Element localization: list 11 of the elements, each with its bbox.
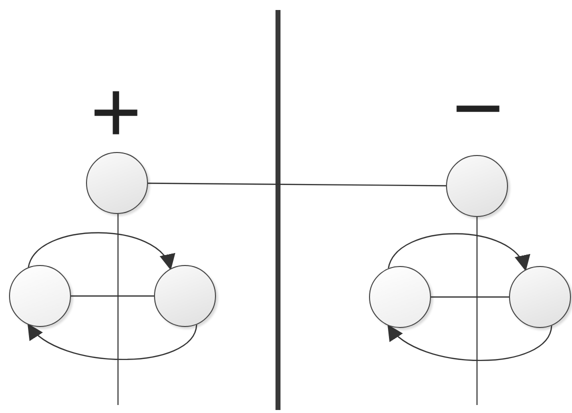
circle-node <box>154 265 216 327</box>
circle-node <box>509 266 571 328</box>
sign-label: − <box>451 64 505 152</box>
curved-arrow <box>387 324 552 361</box>
curved-arrow <box>388 233 528 272</box>
curved-arrow <box>27 324 198 360</box>
curved-arrow <box>28 232 172 270</box>
sign-label: + <box>89 68 143 156</box>
connector-line <box>431 296 509 298</box>
connector-line <box>71 295 154 297</box>
connector-line <box>148 182 446 186</box>
